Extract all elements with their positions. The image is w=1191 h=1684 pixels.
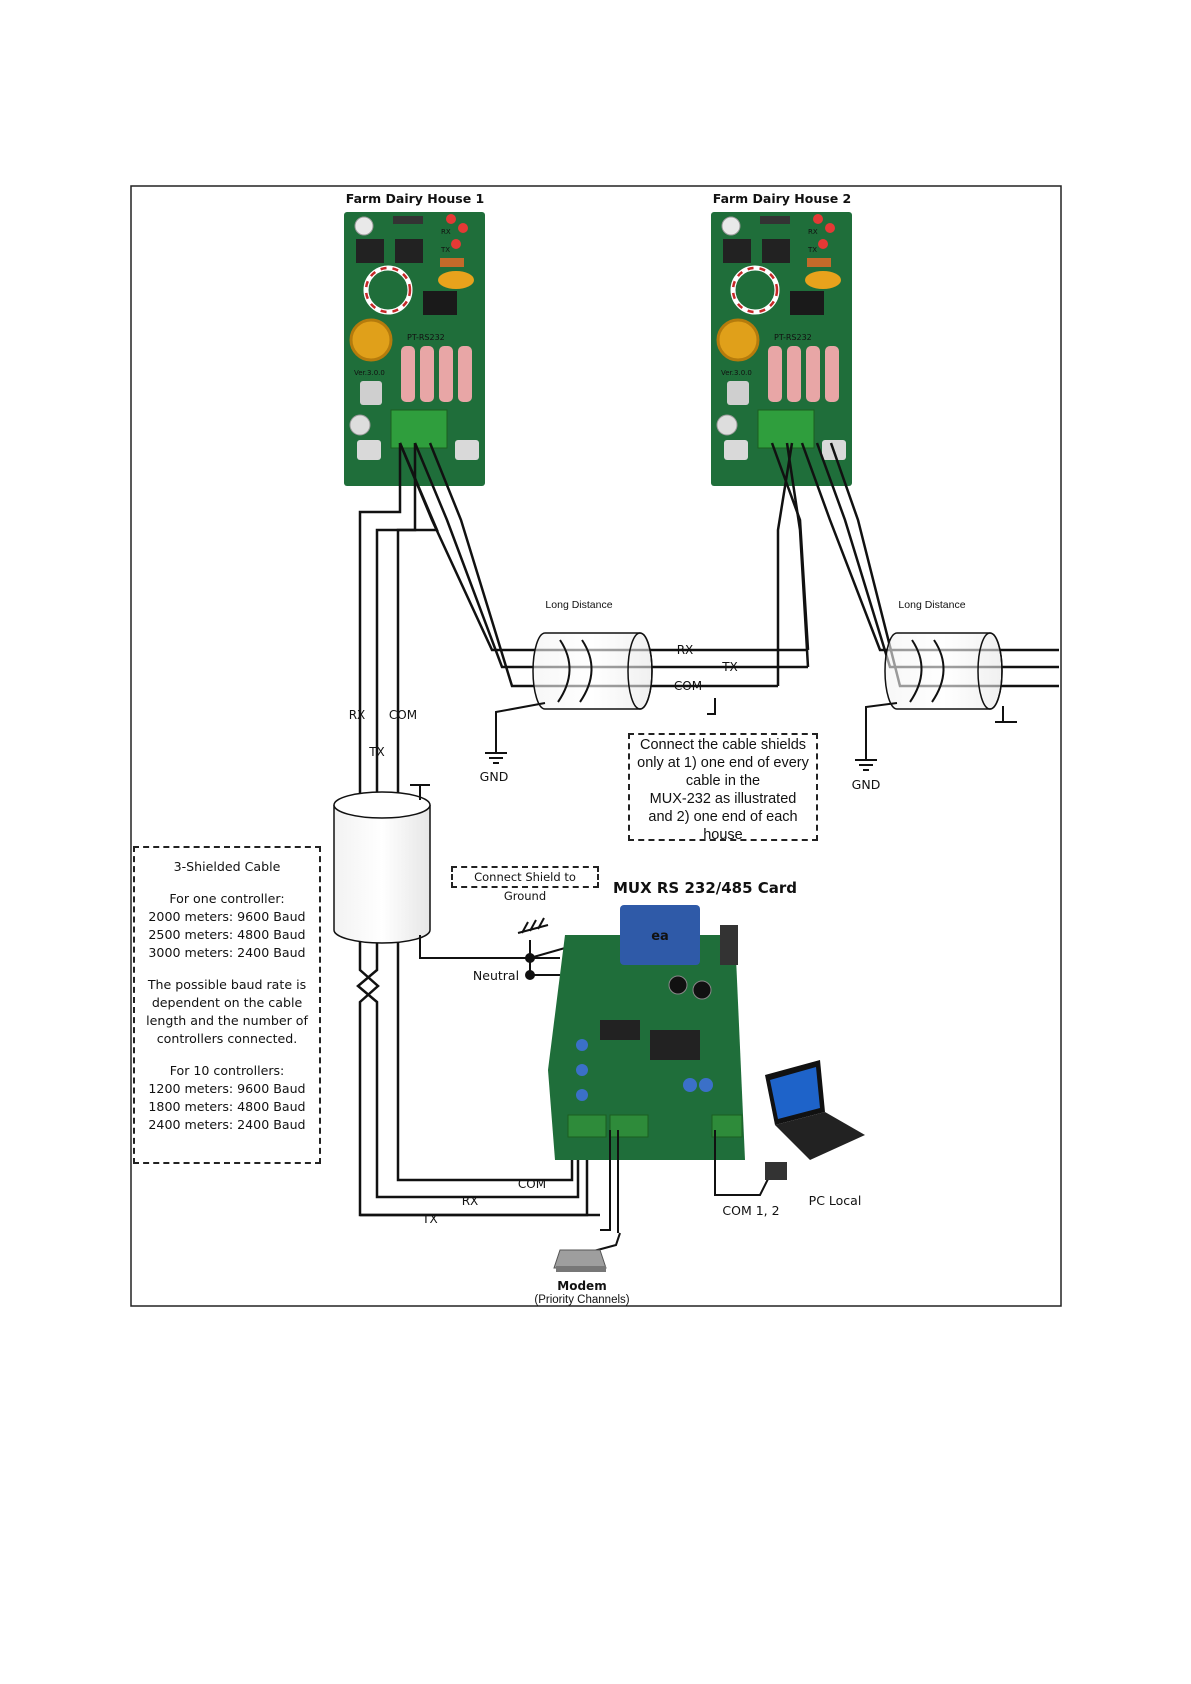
baud-note-2: dependent on the cable: [151, 995, 303, 1010]
diagram-frame: [130, 185, 1062, 1307]
svg-text:ea: ea: [651, 929, 669, 944]
cable-shield-1: [532, 632, 653, 710]
house2-title: Farm Dairy House 2: [713, 191, 851, 206]
shield-note-line-2: only at 1) one end of every: [637, 755, 809, 771]
cable-shield-2: [884, 632, 1003, 710]
com-label-down: COM: [389, 708, 417, 722]
svg-text:RX: RX: [441, 228, 451, 236]
baud-one-row-1: 2000 meters: 9600 Baud: [148, 909, 306, 924]
shield-note-line-5: and 2) one end of each: [648, 809, 798, 825]
neutral-label: Neutral: [473, 968, 519, 983]
ground-2: [855, 702, 1017, 771]
baud-one-header: For one controller:: [169, 891, 285, 906]
baud-ten-header: For 10 controllers:: [169, 1063, 285, 1078]
svg-text:TX: TX: [807, 246, 817, 254]
neutral-earth: [517, 917, 566, 980]
rx-label-down: RX: [349, 708, 366, 722]
rx-label-bottom: RX: [462, 1194, 479, 1208]
controller-board-2: RX TX PT-RS232 Ver.3.0.0: [711, 212, 852, 486]
baud-one-row-2: 2500 meters: 4800 Baud: [148, 927, 306, 942]
mux-title: MUX RS 232/485 Card: [613, 879, 797, 897]
modem-label: Modem: [557, 1279, 606, 1293]
tx-label-down: TX: [368, 745, 385, 759]
ground-note-text: Connect Shield to Ground: [474, 870, 576, 903]
baud-note-4: controllers connected.: [156, 1031, 298, 1046]
tx-label-bottom: TX: [421, 1212, 438, 1226]
com-label-1: COM: [674, 679, 702, 693]
ground-1: [485, 698, 716, 764]
svg-text:PT-RS232: PT-RS232: [407, 333, 445, 342]
rx-label-1: RX: [677, 643, 694, 657]
baud-note-3: length and the number of: [146, 1013, 308, 1028]
ground-note-box: Connect Shield to Ground: [451, 866, 599, 903]
baud-note-1: The possible baud rate is: [147, 977, 307, 992]
svg-text:PT-RS232: PT-RS232: [774, 333, 812, 342]
svg-text:RX: RX: [808, 228, 818, 236]
modem-sublabel: (Priority Channels): [534, 1294, 629, 1306]
baud-one-row-3: 3000 meters: 2400 Baud: [148, 945, 306, 960]
svg-text:TX: TX: [440, 246, 450, 254]
baud-ten-row-3: 2400 meters: 2400 Baud: [148, 1117, 306, 1132]
mux-card: ea: [548, 905, 745, 1160]
long-distance-label-1: Long Distance: [545, 599, 612, 611]
house1-title: Farm Dairy House 1: [346, 191, 484, 206]
gnd-label-2: GND: [852, 777, 881, 792]
shielded-cable-cylinder: [333, 784, 560, 959]
gnd-label-1: GND: [480, 769, 509, 784]
shield-note-line-6: house: [703, 827, 743, 843]
pc-label: PC Local: [809, 1193, 862, 1208]
com-label-bottom: COM: [518, 1177, 546, 1191]
tx-label-1: TX: [721, 660, 738, 674]
shield-note-line-1: Connect the cable shields: [639, 737, 807, 753]
svg-text:Ver.3.0.0: Ver.3.0.0: [721, 369, 752, 377]
long-distance-label-2: Long Distance: [898, 599, 965, 611]
modem-icon: [553, 1249, 607, 1272]
com-port-label: COM 1, 2: [722, 1203, 779, 1218]
laptop-icon: [765, 1060, 865, 1180]
baud-ten-row-2: 1800 meters: 4800 Baud: [148, 1099, 306, 1114]
controller-board-1: RX TX PT-RS232 Ver.3.0.0: [344, 212, 485, 486]
shield-note-box: Connect the cable shields only at 1) one…: [628, 733, 818, 843]
shield-note-line-4: MUX-232 as illustrated: [649, 791, 797, 807]
svg-text:Ver.3.0.0: Ver.3.0.0: [354, 369, 385, 377]
baud-title: 3-Shielded Cable: [173, 859, 281, 874]
baud-ten-row-1: 1200 meters: 9600 Baud: [148, 1081, 306, 1096]
baud-rate-box: 3-Shielded Cable For one controller: 200…: [133, 846, 321, 1164]
shield-note-line-3: cable in the: [685, 773, 761, 789]
